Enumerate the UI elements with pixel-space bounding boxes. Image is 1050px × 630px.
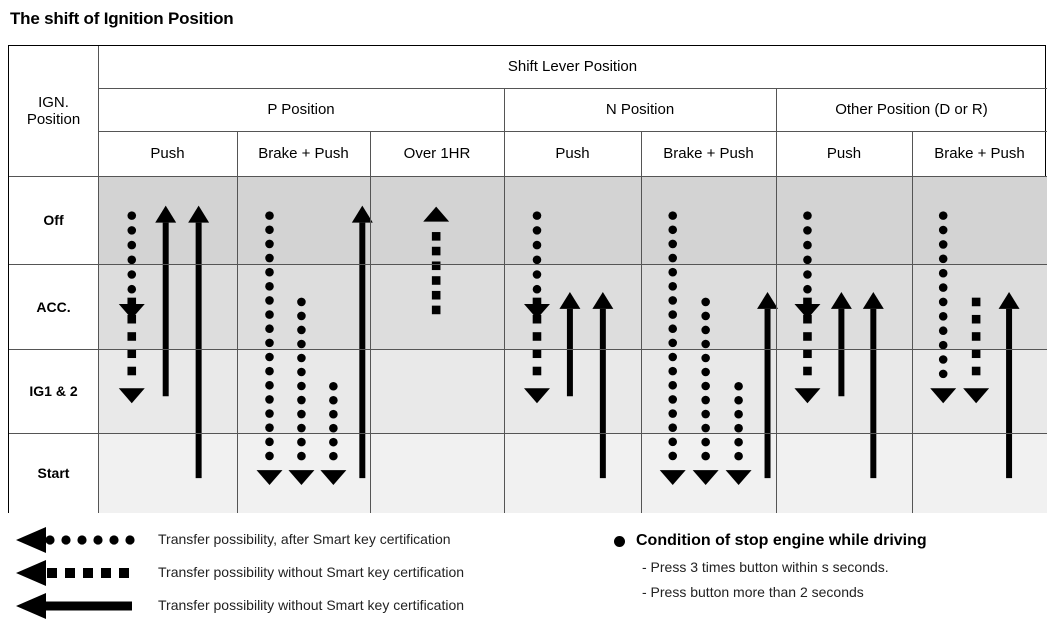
- row-label-1: ACC.: [9, 264, 98, 349]
- grid-vline-col-4: [641, 131, 642, 513]
- corner-header-line2: Position: [26, 111, 81, 128]
- header-group-2: Other Position (D or R): [835, 100, 988, 118]
- header-column-6: Brake + Push: [934, 144, 1025, 162]
- legend-label-0: Transfer possibility, after Smart key ce…: [158, 531, 451, 547]
- page-title: The shift of Ignition Position: [10, 9, 234, 28]
- grid-vline-rowlabel: [98, 46, 99, 513]
- legend-arrow-dotted-icon: [12, 524, 147, 557]
- grid-vline-col-2: [370, 131, 371, 513]
- grid-hline-row-2: [9, 349, 1047, 350]
- row-label-2: IG1 & 2: [9, 349, 98, 433]
- corner-header-line1: IGN.: [38, 93, 69, 111]
- header-group-1: N Position: [605, 100, 675, 118]
- legend-arrow-dashed-icon: [12, 557, 147, 590]
- row-label-3: Start: [9, 433, 98, 513]
- legend-stop-engine-item-1: - Press button more than 2 seconds: [642, 584, 864, 600]
- legend-stop-engine-item-0: - Press 3 times button within s seconds.: [642, 559, 889, 575]
- legend-transfer-styles: Transfer possibility, after Smart key ce…: [8, 524, 568, 623]
- grid-vline-group-1: [776, 88, 777, 513]
- ignition-position-matrix: IGN.Position Shift Lever Position P Positi…: [8, 45, 1047, 513]
- legend-row-2: Transfer possibility without Smart key c…: [8, 590, 568, 623]
- row-band-3: [98, 433, 1047, 513]
- grid-hline-header-3: [9, 176, 1047, 177]
- header-group-0: P Position: [267, 100, 335, 118]
- legend-stop-engine: Condition of stop engine while driving -…: [614, 532, 1044, 600]
- grid-hline-row-3: [9, 433, 1047, 434]
- bullet-icon: [614, 536, 625, 547]
- header-column-3: Push: [555, 144, 590, 162]
- corner-header-ign-position: IGN.Position: [9, 46, 98, 176]
- header-column-2: Over 1HR: [403, 144, 471, 162]
- header-column-4: Brake + Push: [663, 144, 754, 162]
- legend-row-1: Transfer possibility without Smart key c…: [8, 557, 568, 590]
- grid-hline-row-1: [9, 264, 1047, 265]
- header-column-5: Push: [826, 144, 862, 162]
- header-column-0: Push: [150, 144, 185, 162]
- header-shift-lever-position: Shift Lever Position: [507, 58, 638, 76]
- row-band-1: [98, 264, 1047, 349]
- legend-stop-engine-heading-text: Condition of stop engine while driving: [636, 532, 927, 549]
- legend-arrow-solid-icon: [12, 590, 147, 623]
- legend-row-0: Transfer possibility, after Smart key ce…: [8, 524, 568, 557]
- grid-vline-group-0: [504, 88, 505, 513]
- grid-vline-col-1: [237, 131, 238, 513]
- row-band-0: [98, 176, 1047, 264]
- legend-label-2: Transfer possibility without Smart key c…: [158, 597, 465, 613]
- legend-stop-engine-heading: Condition of stop engine while driving: [614, 532, 1044, 550]
- grid-hline-header-2: [98, 131, 1047, 132]
- grid-hline-header-1: [98, 88, 1047, 89]
- header-column-1: Brake + Push: [258, 144, 349, 162]
- grid-vline-col-6: [912, 131, 913, 513]
- row-label-0: Off: [9, 176, 98, 264]
- row-band-2: [98, 349, 1047, 433]
- legend-label-1: Transfer possibility without Smart key c…: [158, 564, 465, 580]
